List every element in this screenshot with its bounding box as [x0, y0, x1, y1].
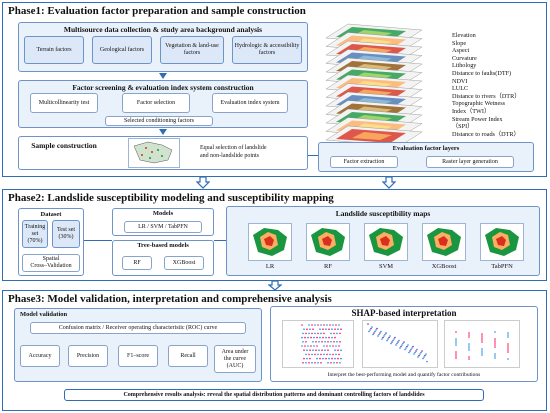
factor-item: Index（TWI）	[452, 107, 491, 115]
training-set: Training set (70%)	[22, 220, 48, 248]
map-label: RF	[324, 263, 332, 270]
susceptibility-map	[248, 223, 292, 261]
arrow-2	[159, 129, 167, 135]
maps-title: Landslide susceptibility maps	[335, 209, 431, 218]
metric-auc: Area under the curve (AUC)	[214, 345, 256, 373]
layers-title: Evaluation factor layers	[392, 145, 460, 152]
geological-factors: Geological factors	[92, 36, 152, 64]
factor-item: Distance to rivers（DTR）	[452, 92, 521, 100]
arrow-1	[159, 73, 167, 79]
validation-title: Model validation	[20, 311, 68, 318]
evaluation-index: Evaluation index system	[212, 93, 288, 113]
test-line-2: (30%)	[58, 234, 74, 240]
factor-item: Aspect	[452, 47, 470, 55]
factor-selection: Factor selection	[122, 93, 190, 113]
cv-line-1: Spatial	[42, 256, 60, 262]
factor-item: Stream Power Index	[452, 115, 503, 123]
factor-layers-stack	[325, 23, 423, 146]
metric-f1: F1–score	[118, 345, 158, 367]
map-label: LR	[265, 263, 275, 270]
factor-item: Distance to roads（DTR）	[452, 130, 520, 138]
map-label: TabPFN	[491, 263, 513, 270]
susceptibility-map	[480, 223, 524, 261]
training-line-3: (70%)	[27, 237, 43, 244]
shap-beeswarm-plot	[282, 320, 354, 368]
test-line-1: Test set	[56, 227, 76, 233]
test-set: Test set (30%)	[52, 220, 80, 248]
multisource-title: Multisource data collection & study area…	[63, 25, 263, 34]
factor-item: Elevation	[452, 32, 476, 39]
summary-box: Comprehensive results analysis: reveal t…	[64, 389, 484, 401]
xgboost-model: XGBoost	[164, 256, 204, 270]
phase-arrow-1	[196, 177, 210, 189]
raster-generation: Raster layer generation	[426, 156, 514, 168]
sample-desc-1: Equal selection of landslide	[200, 145, 267, 151]
auc-line-3: (AUC)	[226, 362, 244, 369]
susceptibility-map	[306, 223, 350, 261]
terrain-factors: Terrain factors	[24, 36, 84, 64]
sample-desc-2: and non-landslide points	[200, 153, 259, 159]
confusion-matrix: Confusion matrix / Receiver operating ch…	[30, 322, 246, 334]
shap-dependence-plot-1	[362, 320, 438, 368]
sample-title: Sample construction	[31, 141, 97, 150]
factor-item: Lithology	[452, 62, 477, 70]
factor-item: Distance to faults(DTF)	[452, 69, 512, 77]
factor-item: LULC	[452, 85, 469, 93]
phase3-title: Phase3: Model validation, interpretation…	[8, 293, 332, 305]
phase-arrow-2	[382, 177, 396, 189]
metric-precision: Precision	[68, 345, 108, 367]
phase-arrow-3	[268, 281, 282, 291]
factor-item: NDVI	[452, 77, 468, 85]
maps-row: LR RF SVM XGBoost TabPFN	[226, 220, 540, 276]
rf-model: RF	[122, 256, 152, 270]
factor-item: （SPI）	[452, 123, 474, 131]
auc-line-2: the curve	[223, 355, 247, 362]
tree-models-title: Tree-based models	[137, 242, 189, 249]
factor-item: Curvature	[452, 54, 477, 62]
susceptibility-map	[364, 223, 408, 261]
susceptibility-map	[422, 223, 466, 261]
spatial-cv: Spatial Cross–Validation	[22, 254, 80, 272]
training-line-1: Training	[24, 223, 46, 230]
connector-data-models	[84, 240, 112, 241]
models-title: Models	[152, 210, 174, 217]
phase1-title: Phase1: Evaluation factor preparation an…	[8, 5, 306, 17]
factor-extraction: Factor extraction	[330, 156, 398, 168]
metric-accuracy: Accuracy	[20, 345, 60, 367]
phase3-box	[2, 290, 547, 411]
connector-h	[308, 155, 318, 156]
hydrologic-factors: Hydrologic & accessibility factors	[232, 36, 302, 64]
phase1-box	[2, 2, 547, 177]
shap-dependence-plot-2	[444, 320, 520, 368]
factor-item: Topographic Wetness	[452, 100, 506, 108]
dataset-title: Dataset	[40, 211, 62, 218]
connector-models-maps	[214, 240, 226, 241]
vegetation-factors: Vegetation & land-use factors	[160, 36, 224, 64]
factor-item: Slope	[452, 39, 467, 47]
sample-map	[128, 138, 180, 168]
lr-svm-tabpfn: LR / SVM / TabPFN	[124, 221, 202, 233]
factor-layer	[325, 125, 423, 146]
screening-title: Factor screening & evaluation index syst…	[72, 83, 254, 92]
map-label: SVM	[378, 263, 394, 270]
map-label: XGBoost	[431, 263, 457, 270]
selected-factors: Selected conditioning factors	[105, 116, 213, 126]
metric-recall: Recall	[168, 345, 208, 367]
shap-caption: Interpret the best-performing model and …	[327, 372, 481, 378]
multicollinearity-test: Multicollinearity test	[30, 93, 98, 113]
auc-line-1: Area under	[221, 348, 249, 355]
training-line-2: set	[31, 230, 39, 237]
phase2-title: Phase2: Landslide susceptibility modelin…	[8, 192, 334, 204]
cv-line-2: Cross–Validation	[30, 263, 72, 269]
shap-title: SHAP-based interpretation	[351, 308, 457, 318]
